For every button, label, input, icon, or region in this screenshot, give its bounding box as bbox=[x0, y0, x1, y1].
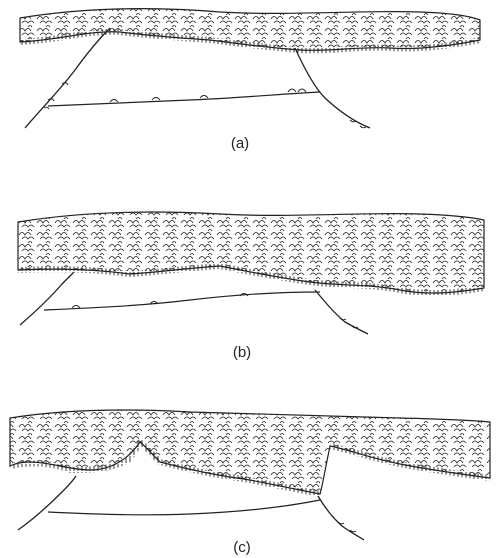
trunk-left-b bbox=[20, 272, 74, 325]
panel-a bbox=[20, 9, 480, 128]
ground-line-b bbox=[44, 292, 320, 310]
panel-b bbox=[18, 212, 484, 334]
trunk-right-b bbox=[315, 290, 368, 334]
trunk-right-c bbox=[318, 496, 364, 540]
canopy-band-c bbox=[10, 410, 490, 494]
ground-line-a bbox=[48, 89, 320, 106]
panel-label-a: (a) bbox=[231, 135, 249, 152]
panel-c bbox=[10, 410, 490, 540]
panel-label-c: (c) bbox=[233, 539, 251, 556]
canopy-band-b bbox=[18, 212, 484, 293]
trunk-left-c bbox=[18, 476, 76, 530]
canopy-band-a bbox=[20, 9, 480, 51]
panel-label-b: (b) bbox=[233, 344, 251, 361]
trunk-right-a bbox=[295, 48, 370, 128]
ground-line-c bbox=[48, 500, 320, 515]
